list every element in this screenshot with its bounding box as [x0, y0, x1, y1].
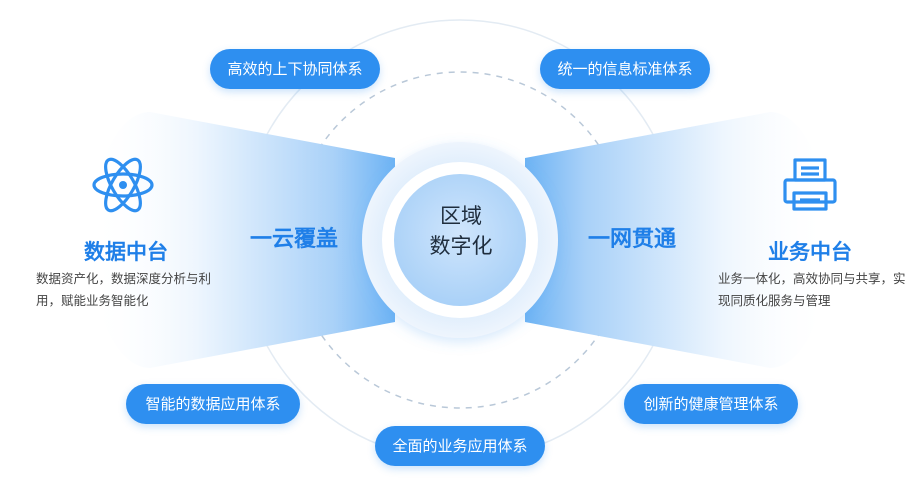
atom-icon: [92, 157, 154, 213]
center-disc: [394, 174, 526, 306]
left-wing-label: 一云覆盖: [250, 227, 339, 252]
left-wing: [90, 112, 395, 368]
right-wing: [525, 112, 830, 368]
system-top-left: 高效的上下协同体系: [210, 49, 380, 89]
right-panel-title: 业务中台: [768, 240, 852, 264]
right-wing-label: 一网贯通: [588, 227, 677, 252]
center-line2: 数字化: [429, 234, 493, 258]
system-bottom-right: 创新的健康管理体系: [624, 384, 798, 424]
left-panel-description: 数据资产化，数据深度分析与利用，赋能业务智能化: [36, 271, 212, 308]
system-bottom-center: 全面的业务应用体系: [375, 426, 545, 466]
printer-icon: [783, 158, 837, 211]
center-label: 区域 数字化: [412, 201, 510, 261]
center-line1: 区域: [440, 204, 482, 228]
system-top-right: 统一的信息标准体系: [540, 49, 710, 89]
left-panel-title: 数据中台: [84, 240, 168, 264]
right-panel-description: 业务一体化，高效协同与共享，实现同质化服务与管理: [718, 271, 906, 308]
system-bottom-left: 智能的数据应用体系: [126, 384, 300, 424]
